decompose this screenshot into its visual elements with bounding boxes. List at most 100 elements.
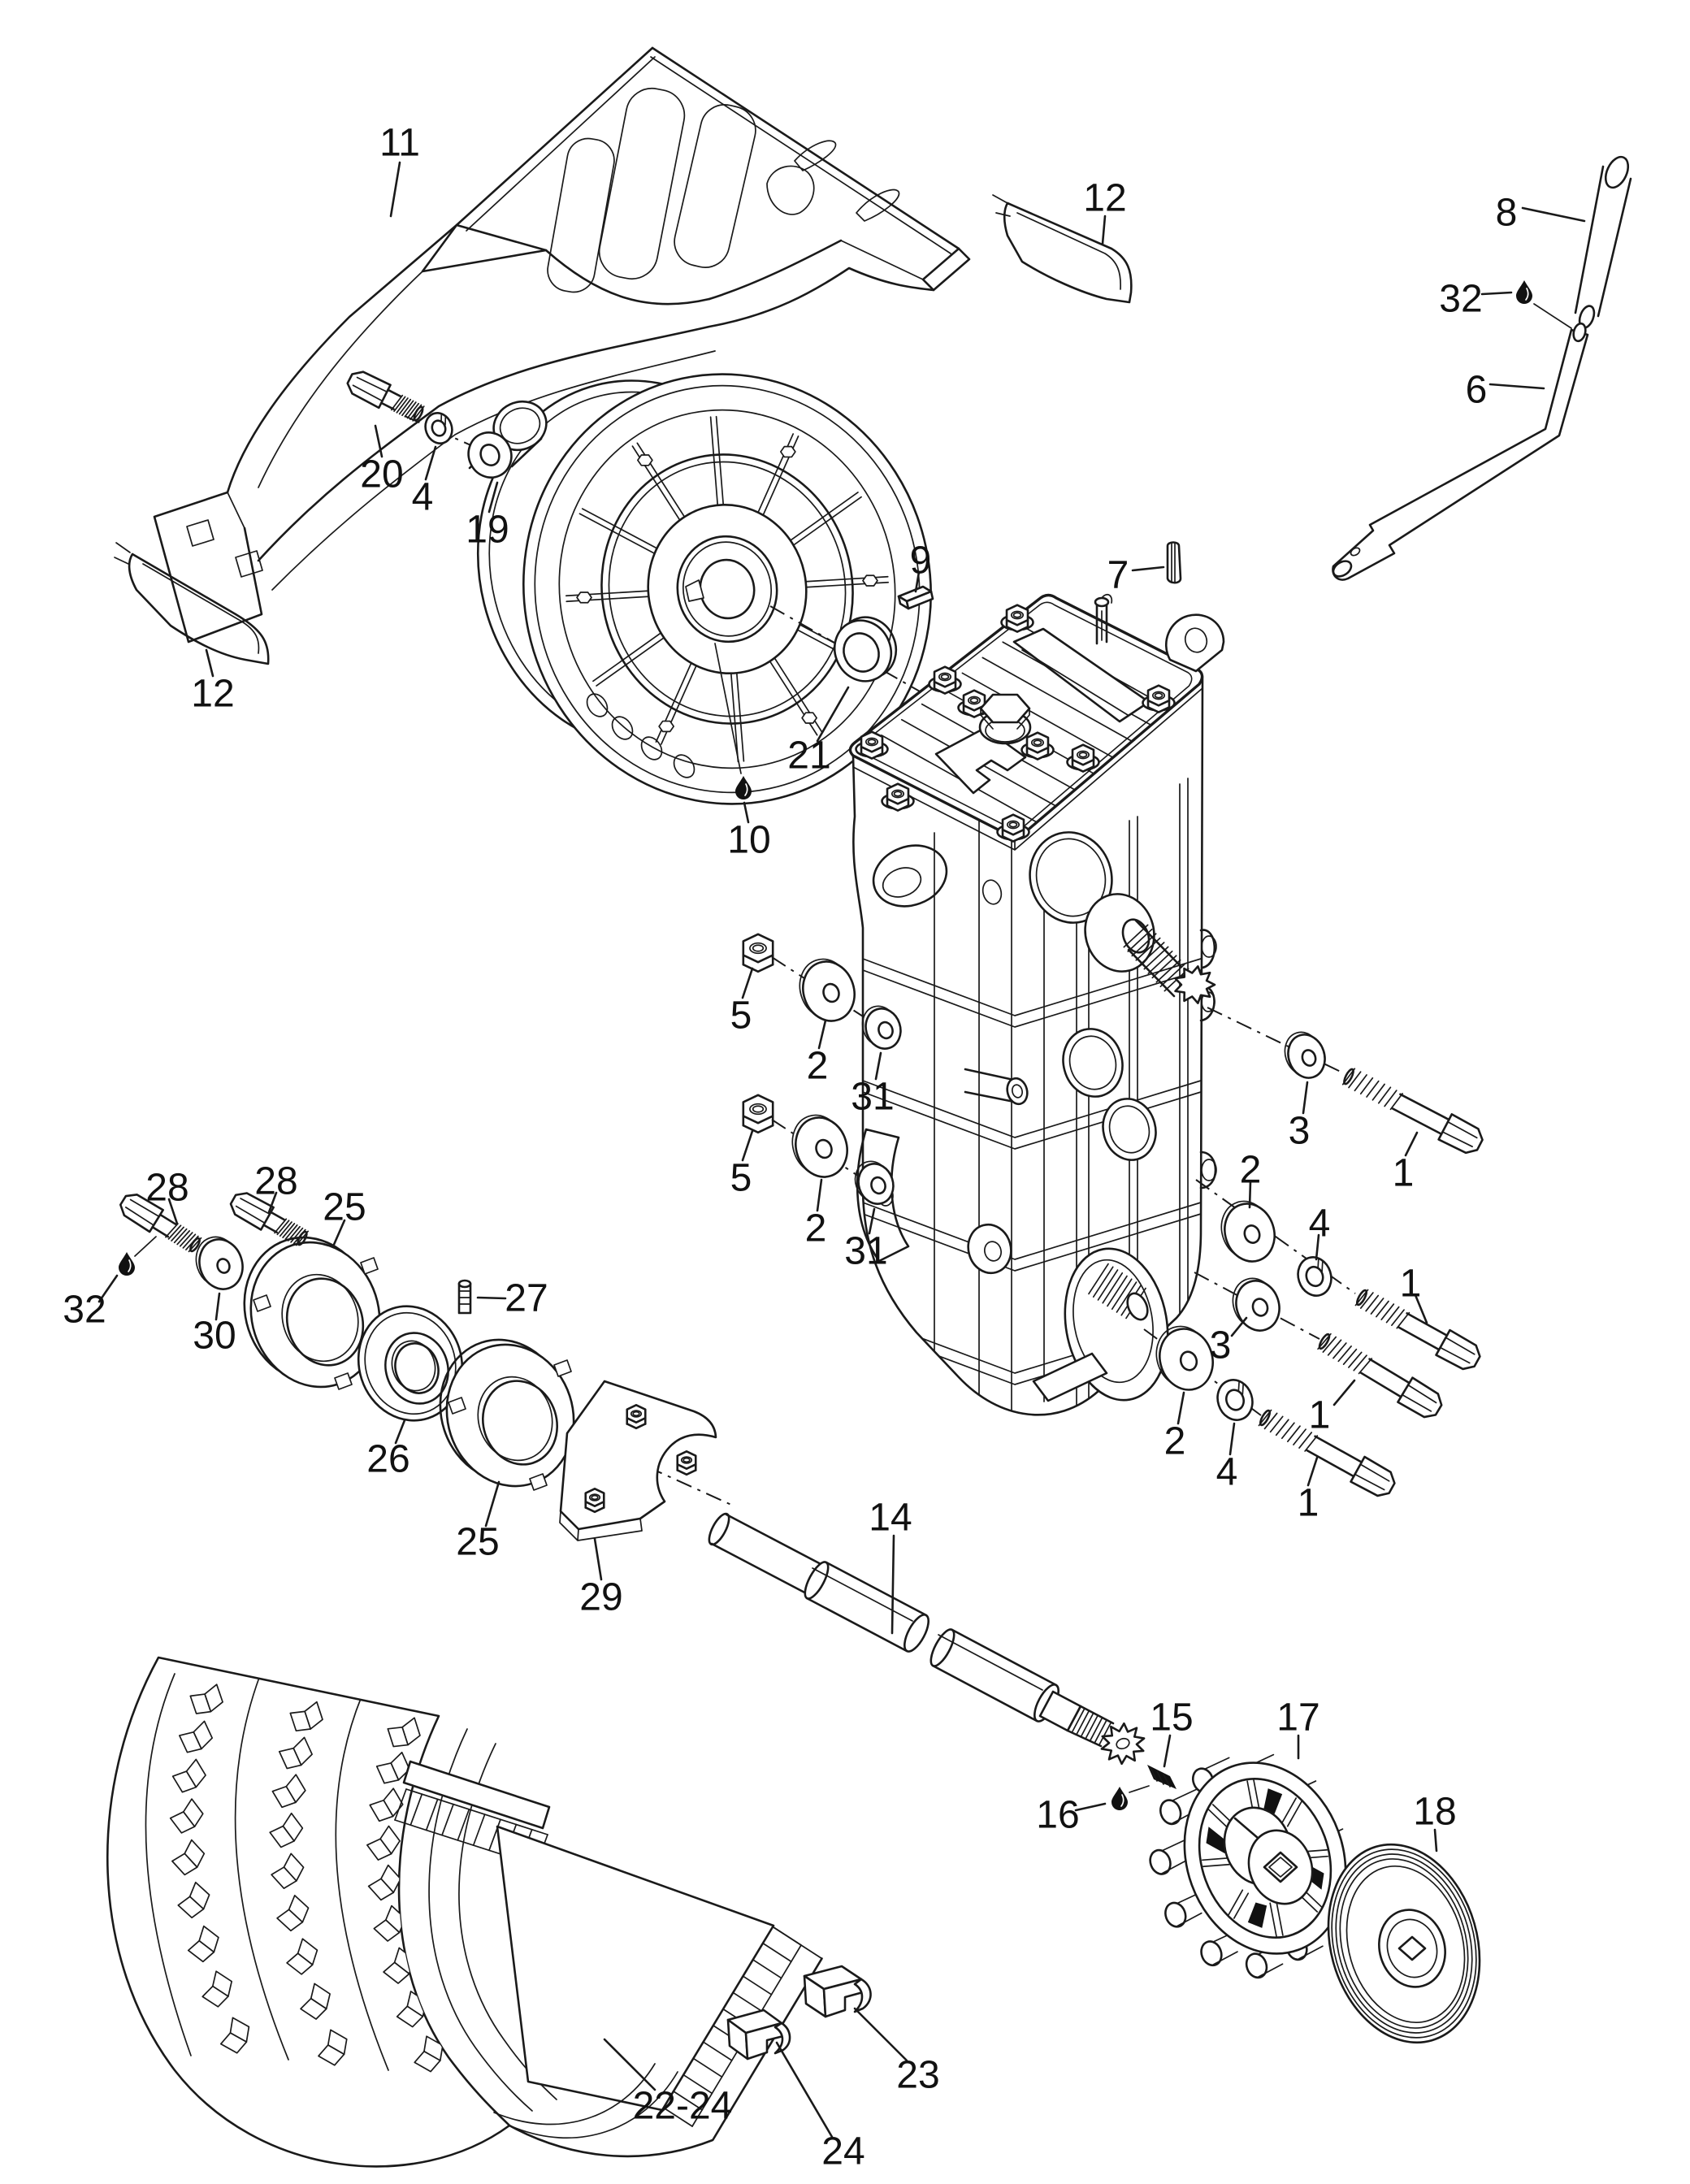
callout-label: 19 — [466, 509, 509, 552]
hex-bolt — [1341, 1068, 1484, 1155]
hex-bolt — [229, 1192, 309, 1246]
callout-label: 1 — [1400, 1263, 1422, 1306]
flat-washer — [1284, 1031, 1326, 1079]
roll-pin-7 — [1166, 541, 1182, 584]
callout-1: 1 — [1393, 1131, 1419, 1195]
callout-2: 2 — [805, 1178, 827, 1250]
callout-label: 1 — [1298, 1482, 1320, 1525]
callout-25: 25 — [323, 1186, 366, 1248]
bearing-flange-front — [243, 1236, 381, 1390]
track-clip-24 — [726, 2008, 791, 2060]
callout-label: 22-24 — [633, 2085, 733, 2128]
callout-4: 4 — [1309, 1202, 1330, 1261]
callout-2: 2 — [807, 1019, 829, 1088]
callout-label: 5 — [730, 994, 752, 1038]
callout-16: 16 — [1036, 1794, 1107, 1837]
callout-4: 4 — [412, 445, 437, 519]
callout-27: 27 — [476, 1277, 548, 1320]
callout-28: 28 — [145, 1167, 189, 1225]
callout-2: 2 — [1164, 1391, 1185, 1463]
chaincase-bores — [1029, 831, 1157, 1393]
callout-31: 31 — [851, 1051, 895, 1119]
callout-label: 20 — [360, 453, 403, 496]
track-inner-sheet — [496, 1825, 775, 2112]
callout-label: 27 — [505, 1277, 548, 1320]
callout-9: 9 — [910, 540, 932, 593]
hex-bolt — [1354, 1289, 1481, 1371]
callout-label: 9 — [910, 540, 932, 583]
callout-label: 32 — [63, 1289, 106, 1332]
callout-label: 8 — [1496, 192, 1518, 235]
callout-20: 20 — [360, 424, 404, 496]
callout-1: 1 — [1400, 1263, 1428, 1324]
spring-pin-27 — [457, 1279, 472, 1315]
hub-keyway-notch — [685, 579, 704, 602]
pulley-rim-holes — [586, 693, 696, 778]
callout-24: 24 — [775, 2041, 865, 2173]
callout-label: 31 — [851, 1076, 894, 1119]
bearing-flange-rear — [439, 1338, 575, 1491]
guard-vent-slots — [547, 87, 900, 293]
callout-label: 16 — [1036, 1794, 1079, 1837]
callout-12: 12 — [1083, 177, 1127, 245]
callout-label: 28 — [145, 1167, 188, 1210]
bearing-26 — [357, 1305, 464, 1422]
callout-28: 28 — [254, 1160, 298, 1214]
lock-washer — [1297, 1256, 1332, 1297]
shift-fork-bracket — [559, 1380, 717, 1541]
track — [106, 1656, 823, 2168]
oil-drop-icon — [119, 1236, 157, 1276]
callout-label: 15 — [1150, 1696, 1193, 1740]
shaft-bushing — [467, 400, 548, 479]
callout-12: 12 — [191, 648, 235, 716]
hex-bolt — [119, 1194, 202, 1253]
callout-label: 23 — [896, 2054, 939, 2097]
callout-label: 12 — [1083, 177, 1126, 220]
callout-label: 2 — [805, 1207, 827, 1250]
hex-nut — [742, 1094, 774, 1134]
lock-washer — [424, 412, 453, 444]
callout-1: 1 — [1298, 1456, 1320, 1525]
callout-7: 7 — [1107, 554, 1165, 597]
drive-pulley — [476, 373, 932, 805]
callout-22-24: 22-24 — [603, 2038, 733, 2128]
callout-11: 11 — [379, 122, 420, 218]
fasteners — [119, 370, 1484, 1497]
callout-label: 4 — [412, 476, 434, 519]
callout-3: 3 — [1289, 1081, 1311, 1153]
callout-label: 11 — [379, 122, 420, 165]
callout-3: 3 — [1210, 1316, 1248, 1367]
callout-label: 29 — [579, 1576, 622, 1619]
flat-washer — [1232, 1277, 1280, 1332]
callout-label: 3 — [1289, 1110, 1311, 1153]
oil-drop-icon — [1516, 280, 1572, 329]
callout-2: 2 — [1240, 1149, 1261, 1209]
callout-21: 21 — [787, 686, 850, 778]
hex-bolt — [346, 370, 425, 422]
drive-shaft — [708, 1512, 1146, 1766]
callout-29: 29 — [579, 1537, 623, 1619]
chaincase-input-spline — [1121, 918, 1216, 1004]
callout-10: 10 — [727, 801, 771, 862]
drive-key-15 — [1147, 1765, 1176, 1789]
callout-5: 5 — [730, 967, 754, 1038]
idler-wheel — [1327, 1843, 1481, 2044]
callout-5: 5 — [730, 1129, 754, 1200]
callout-30: 30 — [193, 1292, 236, 1358]
callout-label: 25 — [456, 1521, 499, 1564]
callout-19: 19 — [466, 481, 509, 552]
cover-plug — [978, 693, 1032, 745]
sprocket-square-bore — [1263, 1851, 1298, 1883]
callout-label: 7 — [1107, 554, 1129, 597]
callout-label: 2 — [807, 1045, 829, 1088]
callout-label: 6 — [1466, 369, 1488, 412]
callout-31: 31 — [844, 1207, 888, 1273]
callout-26: 26 — [366, 1419, 410, 1481]
callout-label: 32 — [1439, 278, 1482, 321]
cover-vent-fitting — [1094, 593, 1113, 645]
callout-label: 21 — [787, 734, 830, 778]
oil-drop-icon — [714, 643, 752, 800]
